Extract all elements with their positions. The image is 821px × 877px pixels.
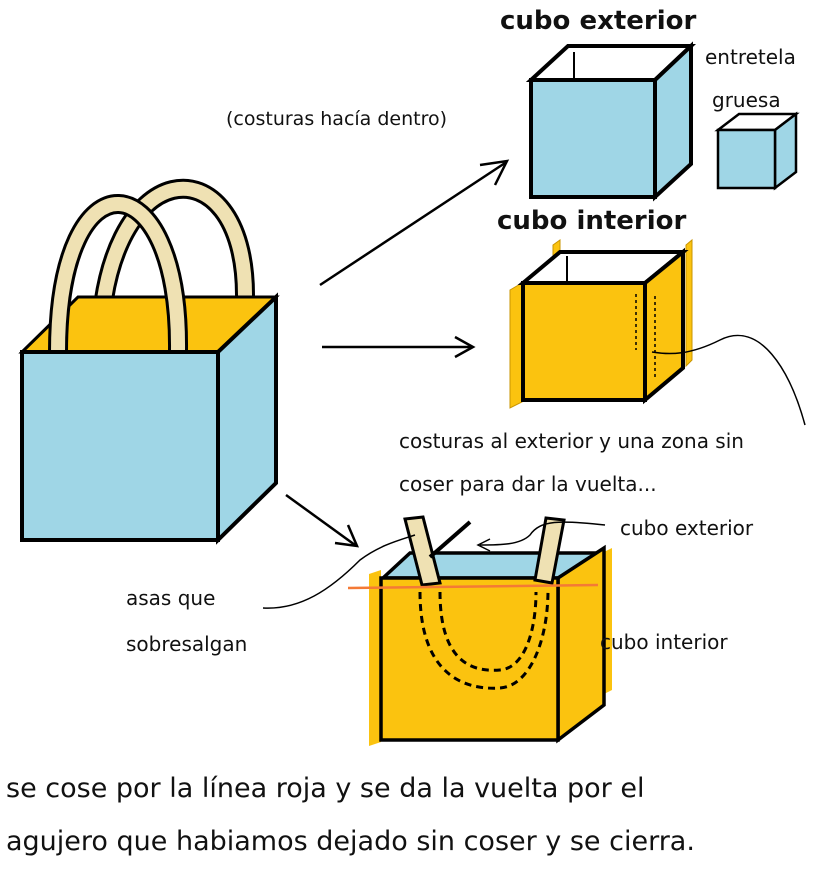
bottom-outer-label: cubo exterior	[620, 516, 754, 540]
bag-front-face	[20, 350, 220, 542]
inner-cube-title: cubo interior	[497, 206, 687, 236]
opening-pointer	[651, 334, 806, 426]
assembly-handle-right	[533, 516, 566, 585]
finished-bag	[18, 178, 280, 545]
assembly-handle-left	[403, 515, 442, 587]
outer-cube-title: cubo exterior	[500, 6, 697, 36]
interfacing-cube	[714, 111, 800, 191]
assembly	[347, 515, 612, 746]
seams-inside-label: (costuras hacía dentro)	[226, 108, 447, 130]
handles-label-line2: sobresalgan	[126, 632, 247, 656]
bottom-inner-label: cubo interior	[600, 630, 728, 654]
handles-label-pointer	[262, 534, 416, 609]
interfacing-label-line2: gruesa	[712, 88, 781, 112]
interfacing-label-line1: entretela	[705, 45, 796, 69]
arrows	[285, 159, 510, 548]
inner-cube	[509, 238, 693, 409]
caption-line2: agujero que habiamos dejado sin coser y …	[6, 826, 695, 857]
arrow-to-outer-cube	[319, 161, 506, 287]
outer-label-pointer	[479, 521, 606, 546]
handles-label-line1: asas que	[126, 586, 215, 610]
outer-cube	[525, 41, 697, 202]
arrow-to-assembly	[285, 493, 356, 547]
seams-outside-line1: costuras al exterior y una zona sin	[399, 429, 744, 453]
caption-line1: se cose por la línea roja y se da la vue…	[6, 773, 644, 804]
red-seam-line	[347, 583, 599, 590]
seams-outside-line2: coser para dar la vuelta...	[399, 472, 657, 496]
